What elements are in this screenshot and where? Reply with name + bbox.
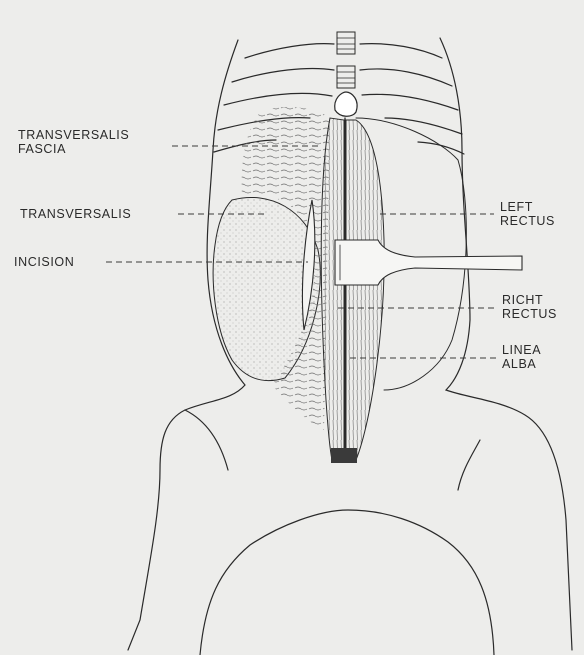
rib-left-1 <box>245 44 334 58</box>
rib-left-3 <box>224 93 332 105</box>
right-rectus-muscle <box>321 118 344 460</box>
rib-left-2 <box>232 69 334 83</box>
label-right-rectus-line2: RECTUS <box>502 307 557 321</box>
rib-right-1 <box>360 44 442 58</box>
label-transversalis-fascia: TRANSVERSALIS FASCIA <box>18 128 129 156</box>
label-linea-alba-line2: ALBA <box>502 357 541 371</box>
label-right-rectus-line1: RICHT <box>502 293 557 307</box>
retractor-blade <box>335 240 522 285</box>
label-linea-alba: LINEA ALBA <box>502 343 541 371</box>
left-thigh-inner <box>185 410 228 470</box>
vertebra-1 <box>337 32 355 54</box>
label-transversalis: TRANSVERSALIS <box>20 207 131 221</box>
pubic-base <box>331 448 357 463</box>
vertebra-2 <box>337 66 355 88</box>
xiphoid <box>335 92 357 116</box>
pelvis-curve <box>200 510 494 655</box>
right-thigh-inner <box>458 440 480 490</box>
label-left-rectus: LEFT RECTUS <box>500 200 555 228</box>
rib-right-5 <box>418 142 464 154</box>
rib-right-4 <box>385 118 462 134</box>
label-incision: INCISION <box>14 255 74 269</box>
label-left-rectus-line1: LEFT <box>500 200 555 214</box>
label-transversalis-fascia-line2: FASCIA <box>18 142 129 156</box>
left-rectus-muscle <box>346 120 384 460</box>
label-left-rectus-line2: RECTUS <box>500 214 555 228</box>
rib-right-2 <box>360 69 452 86</box>
rib-right-3 <box>362 94 458 110</box>
label-linea-alba-line1: LINEA <box>502 343 541 357</box>
label-transversalis-fascia-line1: TRANSVERSALIS <box>18 128 129 142</box>
label-right-rectus: RICHT RECTUS <box>502 293 557 321</box>
